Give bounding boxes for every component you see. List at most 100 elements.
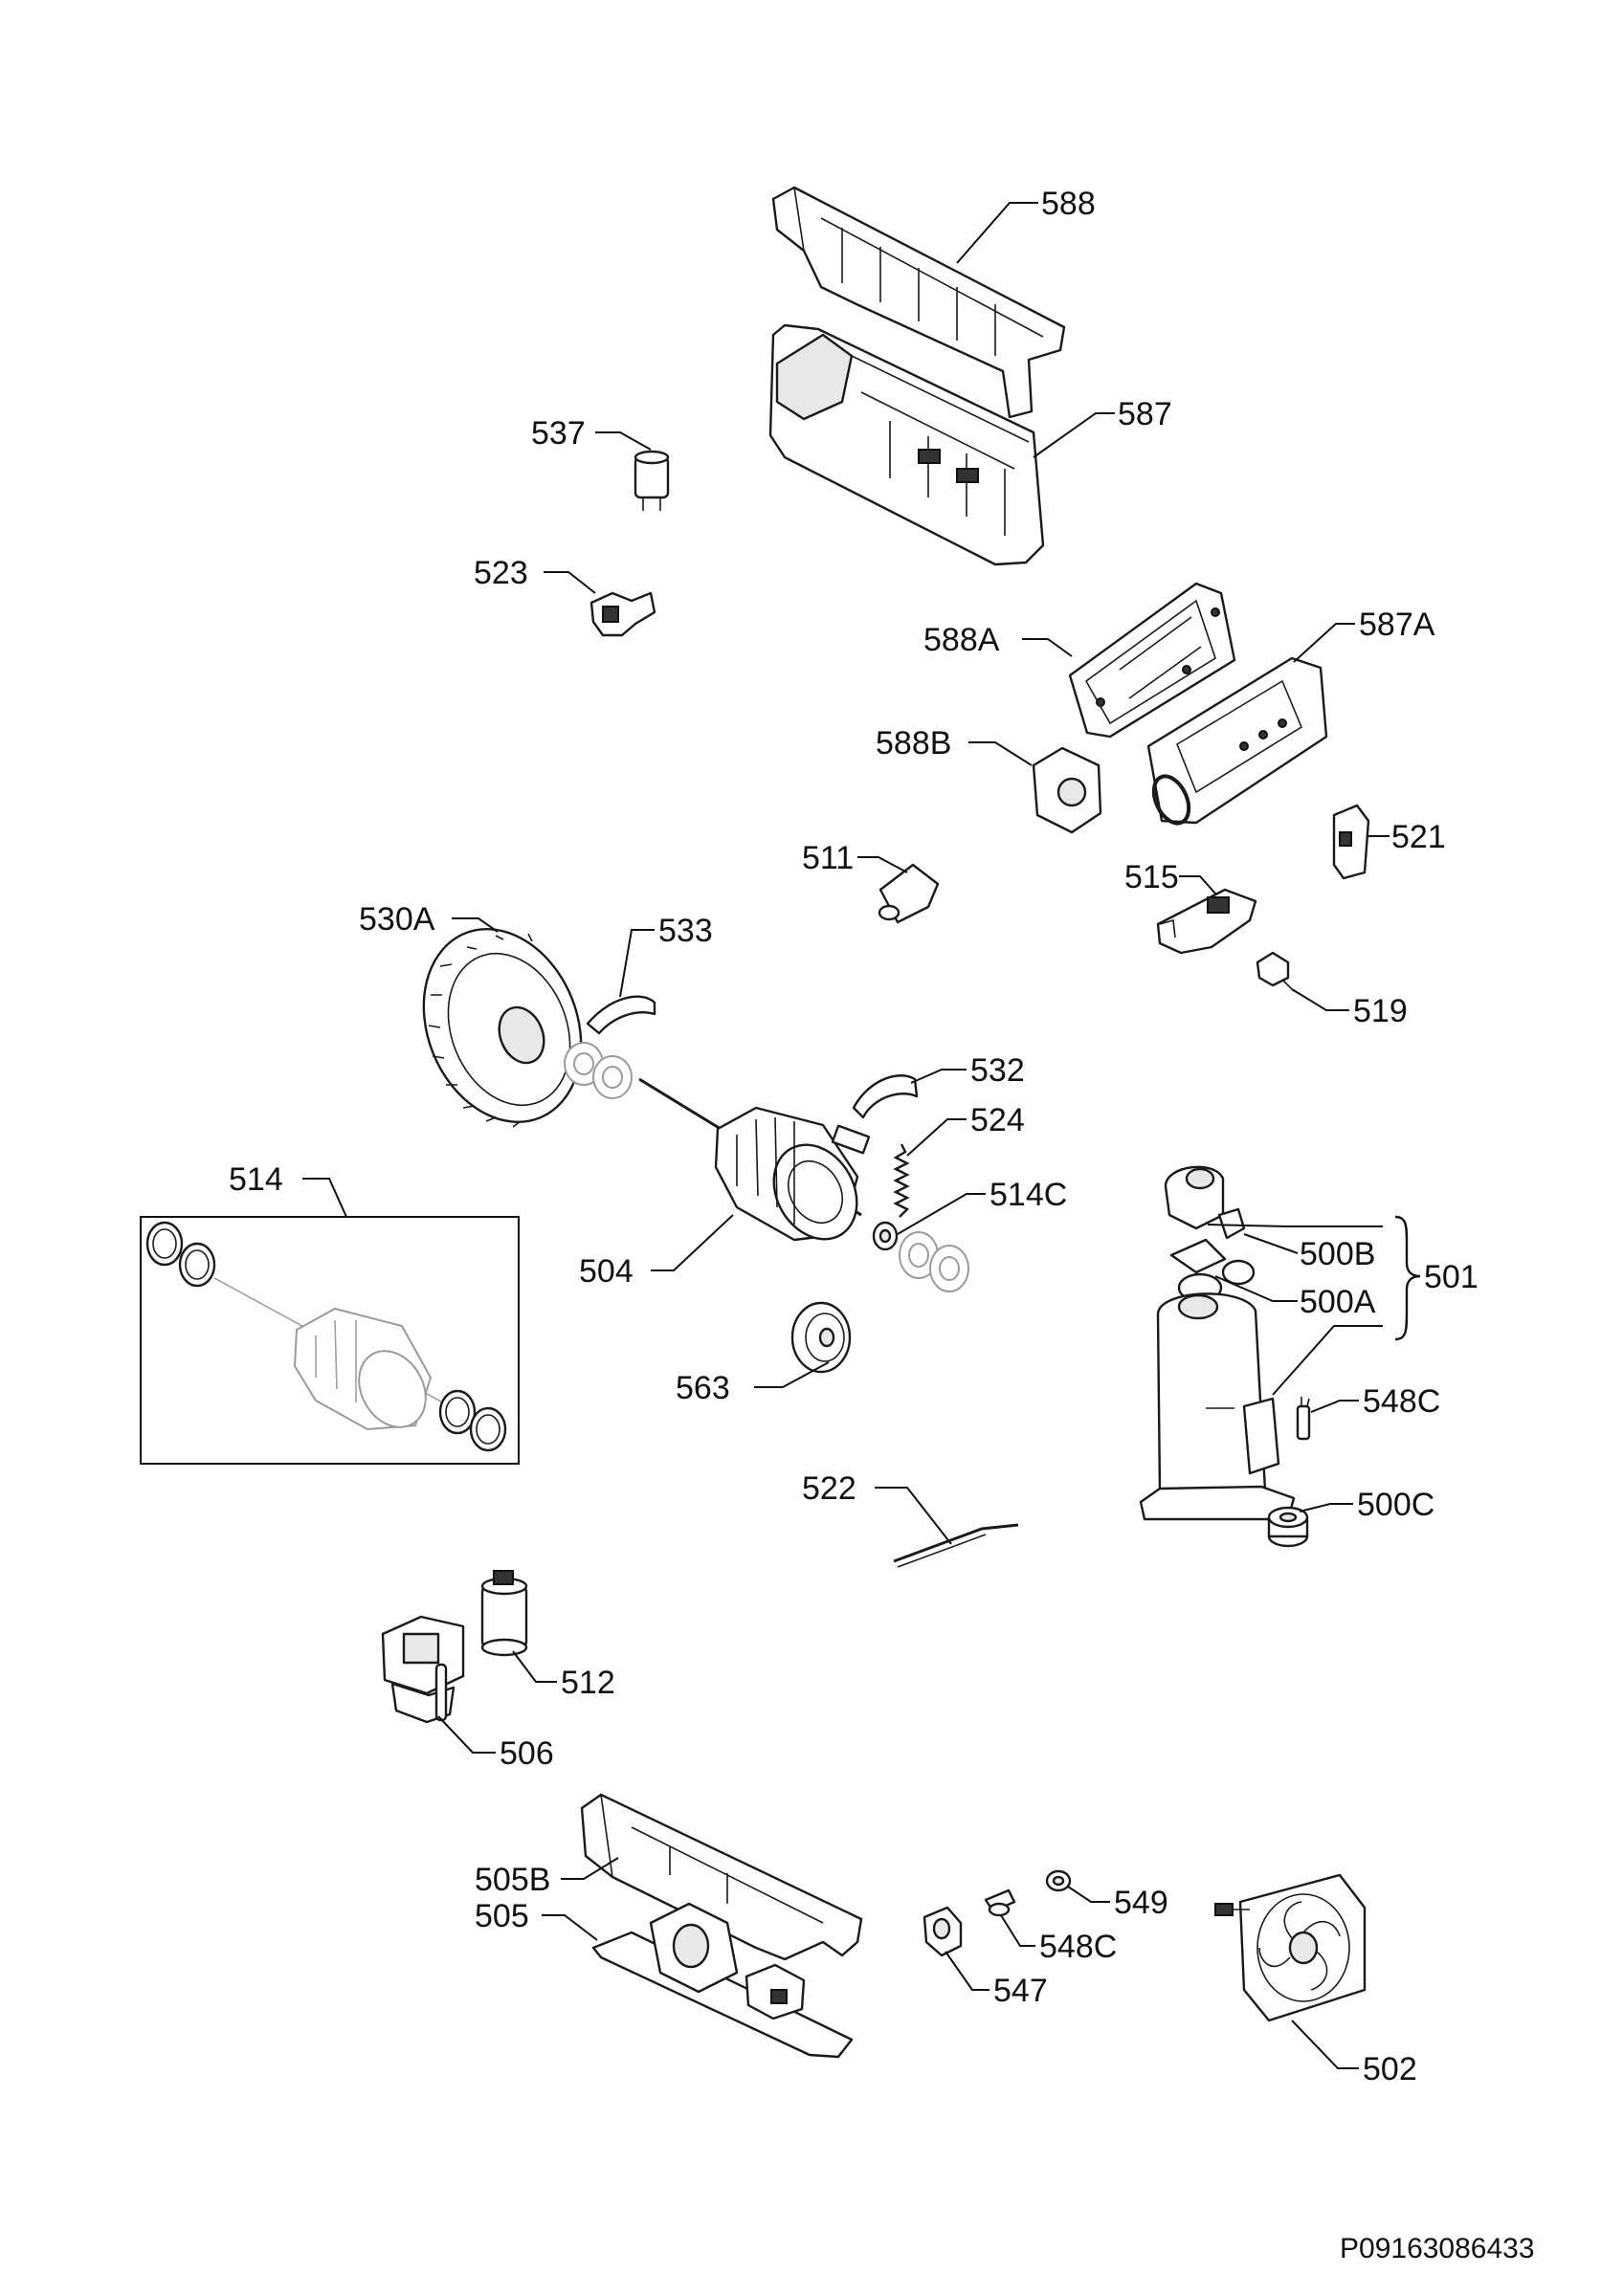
part-512-capacitor (480, 1570, 528, 1657)
label-505: 505 (475, 1898, 529, 1934)
part-532 (852, 1074, 919, 1119)
leader-500C (1299, 1503, 1353, 1512)
part-504-motor (638, 1077, 871, 1242)
leader-524 (906, 1118, 967, 1157)
part-523 (589, 591, 656, 637)
part-588A-frame (1068, 582, 1236, 739)
part-521 (1332, 804, 1370, 880)
label-533: 533 (658, 913, 713, 949)
label-530A: 530A (359, 901, 435, 938)
part-511 (878, 863, 940, 924)
ghost-bearings-lower (899, 1231, 969, 1292)
part-537 (634, 450, 670, 511)
part-506-pump (381, 1615, 465, 1724)
part-547 (923, 1906, 963, 1957)
label-512: 512 (561, 1665, 615, 1701)
part-548C-upper (1296, 1397, 1311, 1441)
leader-587 (1033, 412, 1115, 458)
leader-548C-upper (1310, 1400, 1359, 1413)
part-compressor-body (1139, 1292, 1296, 1521)
leader-587A (1293, 623, 1355, 663)
leader-537 (595, 431, 652, 451)
part-500C (1267, 1506, 1309, 1548)
label-588B: 588B (876, 725, 951, 762)
label-500A: 500A (1300, 1284, 1376, 1320)
label-548C-upper: 548C (1363, 1383, 1440, 1420)
leader-549 (1067, 1886, 1110, 1903)
label-519: 519 (1353, 993, 1408, 1029)
part-515 (1156, 888, 1257, 955)
leader-505 (542, 1914, 598, 1941)
label-523: 523 (474, 555, 528, 591)
leader-515 (1179, 875, 1216, 894)
part-522-rod (893, 1523, 1019, 1568)
leader-512 (512, 1650, 557, 1683)
part-514-seal-set (145, 1221, 507, 1452)
leader-514 (302, 1178, 347, 1218)
label-506: 506 (500, 1735, 554, 1772)
leader-533 (619, 929, 655, 998)
leader-547 (945, 1951, 989, 1991)
label-547: 547 (993, 1973, 1048, 2009)
brace-501 (1394, 1215, 1421, 1341)
label-549: 549 (1114, 1885, 1168, 1921)
label-587A: 587A (1359, 607, 1435, 643)
part-500B (1164, 1165, 1246, 1240)
label-500B: 500B (1300, 1236, 1375, 1272)
part-524-spring (893, 1143, 910, 1218)
leader-548C-lower (1000, 1914, 1035, 1947)
leader-514C (897, 1193, 986, 1235)
label-500C: 500C (1357, 1487, 1434, 1523)
label-524: 524 (970, 1102, 1025, 1138)
leader-500B (1207, 1224, 1383, 1227)
part-588-cover (771, 186, 1066, 419)
detail-box-514 (140, 1216, 520, 1465)
leader-519 (1291, 988, 1349, 1011)
leader-588 (956, 202, 1038, 264)
document-id: P09163086433 (1340, 2233, 1535, 2264)
part-530A-fan-wheel (422, 928, 583, 1128)
leader-511 (857, 856, 908, 873)
leader-506 (437, 1715, 496, 1754)
part-588B-switch (1032, 746, 1102, 834)
label-537: 537 (531, 415, 586, 452)
leader-588B (968, 741, 1033, 766)
leader-501-compressor (1272, 1325, 1383, 1396)
label-588: 588 (1041, 186, 1096, 222)
label-511: 511 (802, 840, 854, 876)
label-514: 514 (229, 1161, 283, 1198)
part-587-main-board (768, 323, 1045, 566)
label-515: 515 (1124, 859, 1179, 895)
leader-504 (651, 1214, 734, 1271)
part-548C-lower (984, 1888, 1016, 1917)
leader-523 (544, 571, 596, 594)
label-588A: 588A (923, 622, 1000, 658)
leader-502 (1291, 2020, 1359, 2069)
label-532: 532 (970, 1052, 1025, 1089)
label-514C: 514C (989, 1177, 1067, 1213)
part-549 (1045, 1869, 1072, 1892)
label-548C-lower: 548C (1039, 1929, 1117, 1965)
leader-563 (754, 1361, 830, 1388)
leader-530A (452, 917, 499, 933)
part-500A-gasket (1169, 1238, 1256, 1303)
label-563: 563 (676, 1370, 730, 1406)
part-587A-display-board (1146, 656, 1328, 826)
part-514C-washer (872, 1221, 899, 1251)
part-505-motor-assembly (591, 1902, 854, 2059)
leader-505B (561, 1857, 619, 1880)
label-522: 522 (802, 1470, 856, 1507)
ghost-bearings-upper (564, 1042, 633, 1099)
part-502-fan (1214, 1873, 1367, 2022)
leader-588A (1022, 638, 1073, 657)
part-563-pulley (790, 1301, 852, 1374)
part-519 (1256, 951, 1295, 992)
leader-522 (875, 1487, 952, 1545)
label-502: 502 (1363, 2051, 1417, 2087)
label-587: 587 (1118, 396, 1172, 432)
label-521: 521 (1391, 819, 1446, 855)
label-504: 504 (579, 1253, 634, 1290)
label-505B: 505B (475, 1862, 550, 1898)
part-533-clip (586, 995, 656, 1035)
